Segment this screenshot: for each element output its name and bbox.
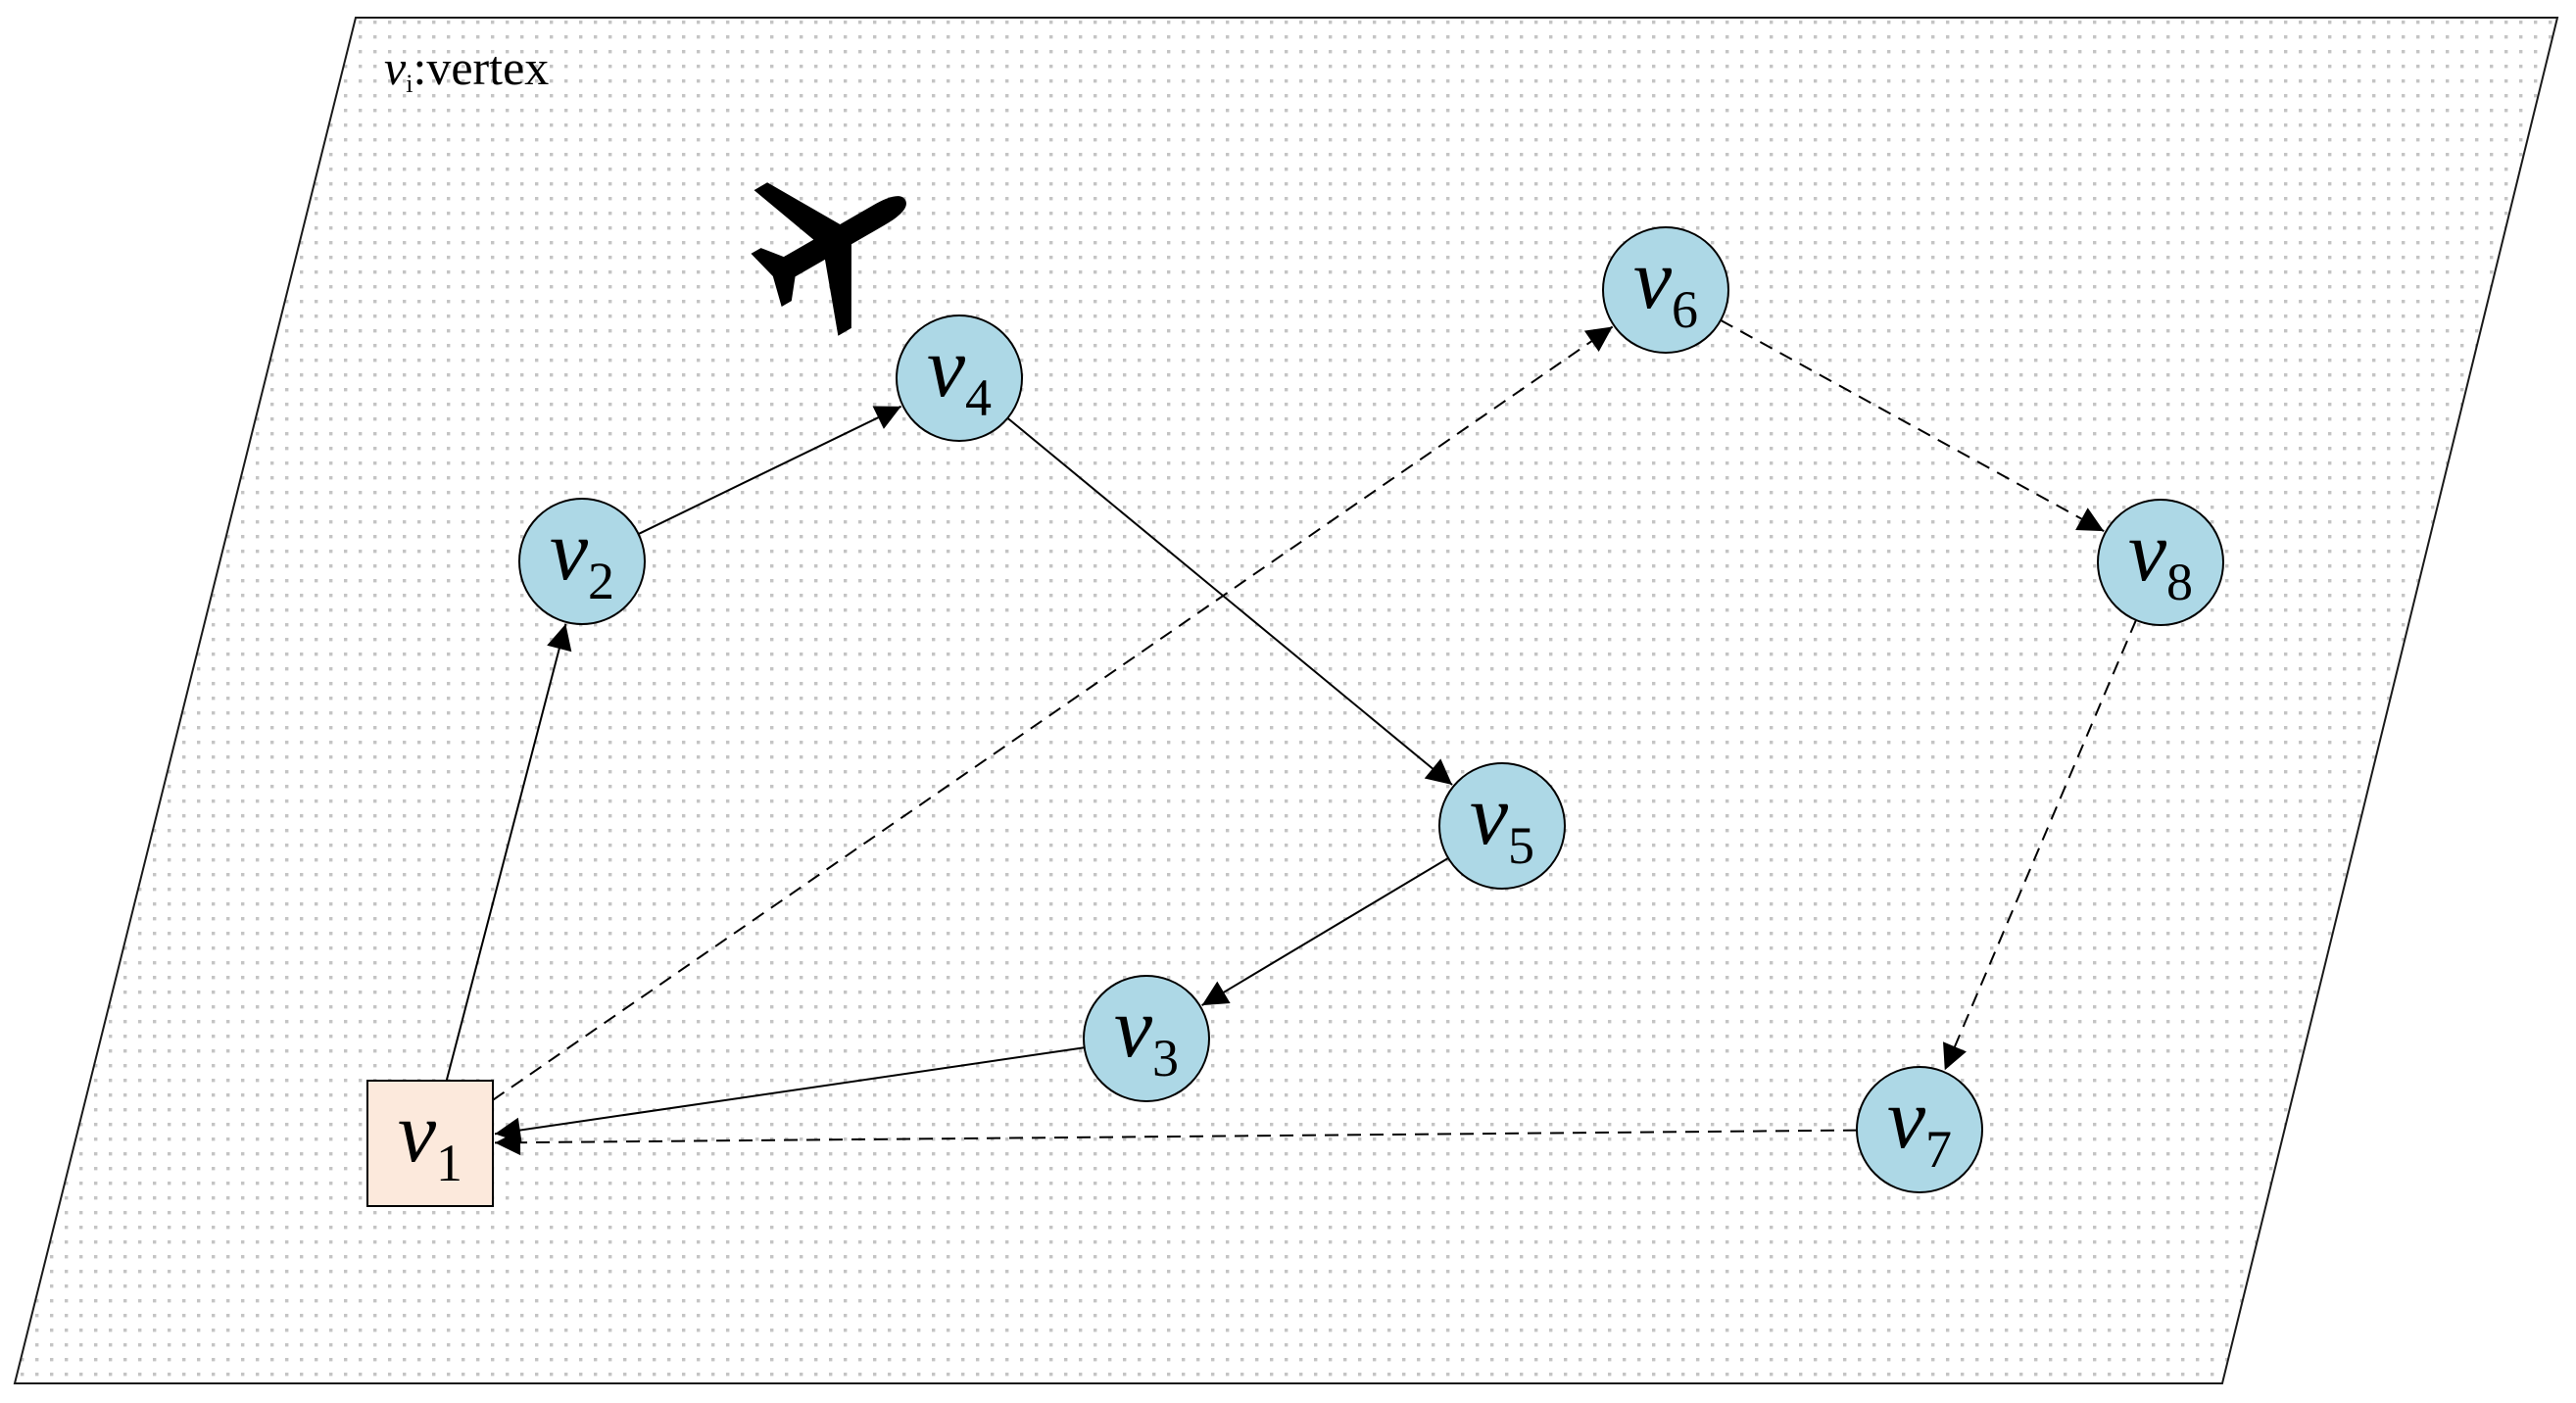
vertex-v4-circle — [896, 314, 1023, 442]
vertex-v3-symbol: v — [1114, 981, 1153, 1076]
vertex-v7: v7 — [1856, 1066, 1983, 1193]
edge-v7-v1 — [494, 1129, 1858, 1156]
vertex-v8-subscript: 8 — [2166, 553, 2193, 611]
vertex-v1-label: v1 — [398, 1086, 462, 1192]
edge-v4-v5 — [1006, 416, 1453, 786]
vertex-v8-symbol: v — [2128, 505, 2167, 600]
vertex-v7-subscript: 7 — [1925, 1120, 1952, 1179]
vertex-v3-circle — [1083, 975, 1210, 1102]
vertex-v2-circle — [518, 498, 646, 625]
plane-region — [13, 17, 2559, 1384]
svg-text:vi:vertex: vi:vertex — [384, 40, 549, 98]
legend: vi:vertex — [384, 40, 549, 98]
vertex-v6-subscript: 6 — [1672, 280, 1698, 339]
vertex-v5: v5 — [1438, 762, 1566, 890]
edges — [445, 318, 2137, 1156]
vertex-v4: v4 — [896, 314, 1023, 442]
vertex-v7-circle — [1856, 1066, 1983, 1193]
vertex-v7-label: v7 — [1887, 1072, 1952, 1179]
edge-v8-v7 — [1943, 619, 2137, 1071]
vertex-v6-symbol: v — [1633, 232, 1673, 327]
edge-v2-v4 — [638, 405, 902, 535]
vertex-v1-symbol: v — [398, 1086, 437, 1181]
vertex-v2-symbol: v — [550, 504, 589, 599]
vertex-v2-label: v2 — [550, 504, 614, 610]
legend-text: :vertex — [413, 40, 549, 95]
vertex-v3: v3 — [1083, 975, 1210, 1102]
vertex-v5-label: v5 — [1470, 768, 1534, 875]
vertex-v8: v8 — [2097, 499, 2224, 626]
vertex-v7-symbol: v — [1887, 1072, 1926, 1167]
edge-v5-v3 — [1201, 856, 1449, 1006]
legend-symbol: v — [384, 40, 407, 95]
vertex-v3-subscript: 3 — [1152, 1029, 1179, 1088]
edge-v3-v1 — [494, 1046, 1085, 1143]
vertex-v4-symbol: v — [927, 320, 966, 415]
vertex-v4-subscript: 4 — [965, 368, 992, 427]
vertex-v6-label: v6 — [1633, 232, 1698, 339]
airplane-icon — [751, 182, 906, 336]
vertex-v8-label: v8 — [2128, 505, 2193, 611]
vertex-v1-square — [366, 1080, 494, 1207]
edge-v6-v8 — [1720, 318, 2105, 533]
vertex-v8-circle — [2097, 499, 2224, 626]
vertex-v1-subscript: 1 — [436, 1134, 462, 1192]
vertex-v6-circle — [1602, 226, 1729, 354]
vertex-v5-circle — [1438, 762, 1566, 890]
vertex-v2: v2 — [518, 498, 646, 625]
legend-subscript: i — [406, 70, 413, 98]
vertex-v4-label: v4 — [927, 320, 992, 427]
edge-v1-v2 — [445, 623, 572, 1082]
vertex-v2-subscript: 2 — [588, 552, 614, 610]
vertex-v3-label: v3 — [1114, 981, 1179, 1088]
edge-v1-v6 — [492, 325, 1614, 1101]
vertex-v5-symbol: v — [1470, 768, 1509, 863]
vertex-v5-subscript: 5 — [1508, 816, 1534, 875]
vertex-v1: v1 — [366, 1080, 494, 1207]
vertex-v6: v6 — [1602, 226, 1729, 354]
